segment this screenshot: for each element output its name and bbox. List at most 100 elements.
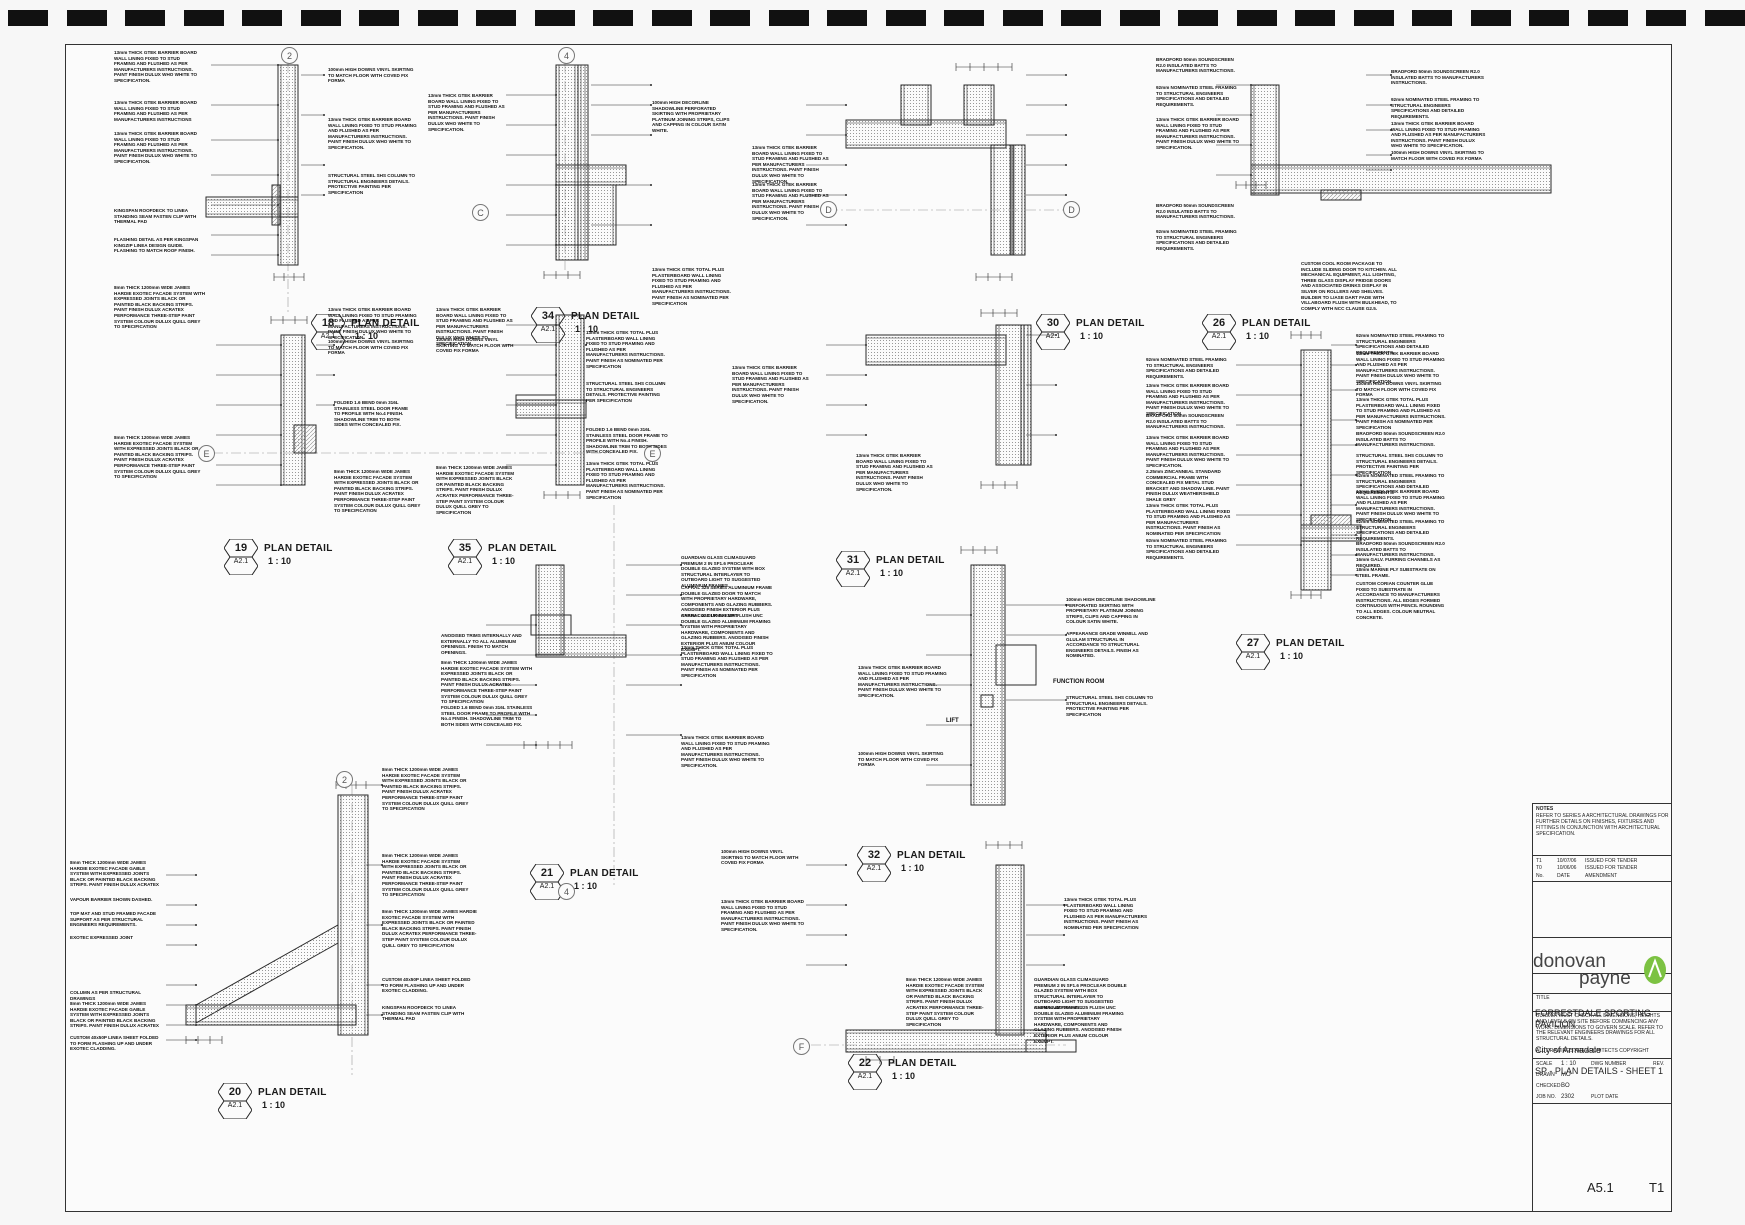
note-steel-32: STRUCTURAL STEEL SHS COLUMN TO STRUCTURA… [1066,695,1154,717]
note-plaster-27d: 13mm THICK GTEK TOTAL PLUS PLASTERBOARD … [1146,503,1231,536]
tb-rev1-date: 10/07/06 [1557,858,1577,864]
tb-rev-h1: No. [1536,873,1544,879]
note-folded-35: FOLDED 1.6 BEND 0mm 316L STAINLESS STEEL… [586,427,668,455]
brand-logo-text: donovan payne [1533,951,1631,988]
detail-number: 22 [858,1057,872,1069]
note-wall-lining-4: 13mm THICK GTEK BARRIER BOARD WALL LININ… [328,117,417,150]
detail-number: 18 [321,317,335,329]
detail-sheet-ref: A2.1 [857,1073,873,1080]
tb-rev-label: REV. [1653,1061,1665,1067]
note-skirting-27: 100mm HIGH DOWNS VINYL SKIRTING TO MATCH… [1356,381,1442,398]
registration-mark [1178,10,1218,26]
project-line-1: FORRESTDALE SPORTING [1535,1008,1651,1018]
registration-mark [66,10,107,26]
note-steel-framing-27e: 92mm NOMINATED STEEL FRAMING TO STRUCTUR… [1146,538,1227,560]
registration-mark [1002,10,1043,26]
tb-notes-label: NOTES [1536,806,1554,812]
grid-bubble-f: F [793,1038,810,1055]
registration-mark [534,10,575,26]
detail-title: PLAN DETAIL [264,542,333,554]
note-capral-21: CAPRAL 325 SERIES ALUMINIUM FRAME DOUBLE… [681,585,773,618]
tb-rev-h2: DATE [1557,873,1570,879]
tb-rev-h3: AMENDMENT [1585,873,1618,879]
registration-mark [710,10,750,26]
note-glulam: APPEARANCE GRADE WINMILL AND GLULAM STRU… [1066,631,1148,659]
detail-sheet-ref: A2.1 [540,326,556,333]
grid-bubble-e: E [198,445,215,462]
detail-sheet-ref: A2.1 [866,865,882,872]
grid-bubble-4: 4 [558,47,575,64]
registration-mark [417,10,458,26]
detail-sheet-ref: A2.1 [845,570,861,577]
detail-sheet-ref: A2.1 [1211,333,1227,340]
detail-sheet-ref: A2.1 [320,333,336,340]
note-wall-lining-27: 13mm THICK GTEK BARRIER BOARD WALL LININ… [1356,351,1445,384]
note-wall-lining-30b: 13mm THICK GTEK BARRIER BOARD WALL LININ… [752,182,829,221]
grid-bubble-2: 2 [281,47,298,64]
registration-mark [593,10,633,26]
note-steel-framing-27d: 92mm NOMINATED STEEL FRAMING TO STRUCTUR… [1146,357,1227,379]
registration-mark [359,10,399,26]
brand-line-1: donovan [1533,951,1606,972]
tb-scale: 1 : 10 [1561,1061,1577,1067]
drawing-number: A5.1 [1587,1180,1614,1195]
detail-number: 30 [1046,317,1060,329]
note-steel-27: STRUCTURAL STEEL SHS COLUMN TO STRUCTURA… [1356,453,1444,475]
detail-sheet-ref: A2.1 [539,883,555,890]
note-custom-flashing: CUSTOM 40x50P LINEA SHEET FOLDED TO FORM… [70,1035,159,1052]
note-plaster-34: 13mm THICK GTEK TOTAL PLUS PLASTERBOARD … [652,267,731,306]
detail-title: PLAN DETAIL [897,849,966,861]
note-exotec-20: 8mm THICK 1200mm WIDE JAMES HARDIE EXOTE… [382,767,469,812]
note-skirting-35: 100mm HIGH DOWNS VINYL SKIRTING TO MATCH… [436,337,514,354]
detail-sheet-ref: A2.1 [457,558,473,565]
tb-copyright: ALL DRAWINGS ARE ARCHITECTS COPYRIGHT [1536,1048,1649,1054]
tb-rev2-desc: ISSUED FOR TENDER [1585,865,1638,871]
note-exotec-20c: 8mm THICK 1200mm WIDE JAMES HARDIE EXOTE… [382,909,477,948]
detail-scale: 1 : 10 [901,863,925,873]
detail-sheet-ref: A2.1 [233,558,249,565]
note-exotec-joint: EXOTEC EXPRESSED JOINT [70,935,134,940]
detail-number: 19 [234,542,248,554]
note-roofdeck-20: KINGSPAN ROOFDECK TO LINEA STANDING SEAM… [382,1005,465,1022]
detail-scale: 1 : 10 [880,568,904,578]
detail-number: 34 [541,310,555,322]
registration-mark [242,10,282,26]
note-wall-lining-22: 13mm THICK GTEK BARRIER BOARD WALL LININ… [721,899,805,932]
note-marine-ply: 18mm MARINE PLY SUBSTRATE ON STEEL FRAME… [1356,567,1436,578]
grid-bubble-4-lower: 4 [558,883,575,900]
registration-mark [651,10,692,26]
note-steel-framing-26b: 92mm NOMINATED STEEL FRAMING TO STRUCTUR… [1156,229,1237,251]
grid-bubble-2-lower: 2 [336,771,353,788]
note-steel-framing-26: 92mm NOMINATED STEEL FRAMING TO STRUCTUR… [1156,85,1237,107]
registration-mark [1587,10,1628,26]
note-exotec-19: 8mm THICK 1200mm WIDE JAMES HARDIE EXOTE… [114,435,201,480]
registration-mark [8,10,48,26]
detail-title: PLAN DETAIL [258,1086,327,1098]
tb-scale-label: SCALE [1536,1061,1553,1067]
tb-plot-label: PLOT DATE [1591,1094,1619,1100]
tb-rev2-date: 10/06/06 [1557,865,1577,871]
detail-title: PLAN DETAIL [1276,637,1345,649]
registration-mark [1412,10,1452,26]
note-gable-2: 8mm THICK 1200mm WIDE JAMES HARDIE EXOTE… [70,1001,159,1029]
note-steel-35: STRUCTURAL STEEL SHS COLUMN TO STRUCTURA… [586,381,666,403]
sheet-title: SP - PLAN DETAILS - SHEET 1 [1535,1066,1664,1076]
note-plaster-35b: 13mm THICK GTEK TOTAL PLUS PLASTERBOARD … [586,461,665,500]
tb-drawn-label: DRAWN [1536,1072,1555,1078]
registration-mark [1236,10,1277,26]
detail-sheet-ref: A2.1 [227,1102,243,1109]
note-skirting-19: 100mm HIGH DOWNS VINYL SKIRTING TO MATCH… [328,339,414,356]
detail-number: 32 [867,849,881,861]
revision-number: T1 [1649,1180,1665,1195]
